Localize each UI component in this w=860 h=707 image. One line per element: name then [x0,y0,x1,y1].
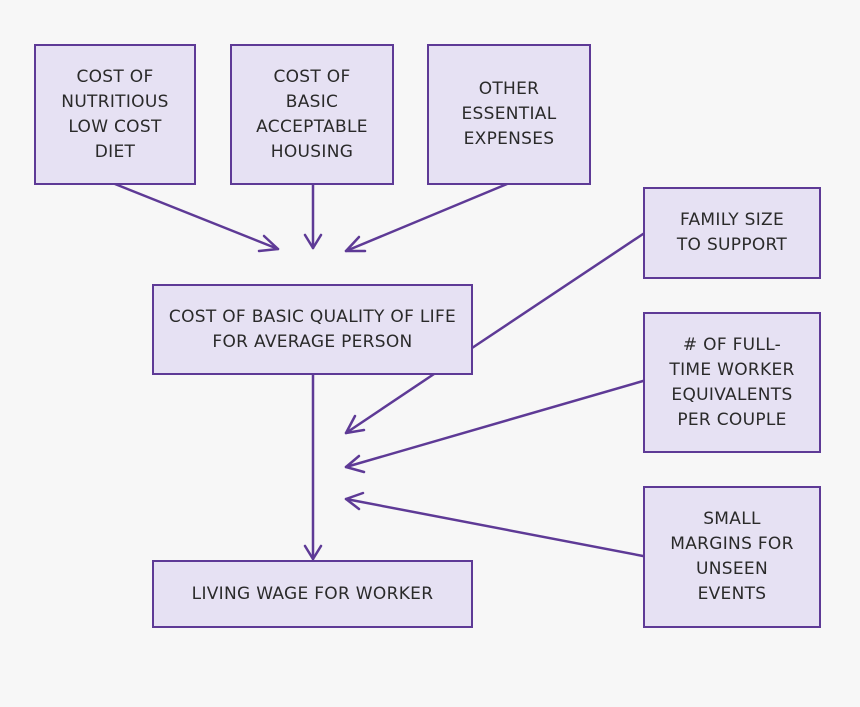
quality-of-life-box: COST OF BASIC QUALITY OF LIFE FOR AVERAG… [152,284,473,375]
basic-housing-label: COST OF BASIC ACCEPTABLE HOUSING [256,66,368,162]
living-wage-label: LIVING WAGE FOR WORKER [191,583,434,604]
nutritious-diet-box: COST OF NUTRITIOUS LOW COST DIET [34,44,196,185]
arrow-diet-to-quality [113,182,280,251]
quality-of-life-label: COST OF BASIC QUALITY OF LIFE FOR AVERAG… [168,306,457,352]
small-margins-box: SMALL MARGINS FOR UNSEEN EVENTS [643,486,821,628]
family-size-label: FAMILY SIZE TO SUPPORT [676,210,788,255]
living-wage-box: LIVING WAGE FOR WORKER [152,560,473,628]
nutritious-diet-label: COST OF NUTRITIOUS LOW COST DIET [61,66,169,162]
arrow-family-size [470,232,645,350]
small-margins-label: SMALL MARGINS FOR UNSEEN EVENTS [670,509,794,604]
full-time-equivalents-label: # OF FULL- TIME WORKER EQUIVALENTS PER C… [669,334,795,430]
other-expenses-box: OTHER ESSENTIAL EXPENSES [427,44,591,185]
arrow-full-time-equivalents [344,379,645,469]
other-expenses-label: OTHER ESSENTIAL EXPENSES [461,79,557,149]
full-time-equivalents-box: # OF FULL- TIME WORKER EQUIVALENTS PER C… [643,312,821,453]
arrow-small-margins [344,497,645,558]
arrow-expenses-to-quality [344,182,509,253]
basic-housing-box: COST OF BASIC ACCEPTABLE HOUSING [230,44,394,185]
family-size-box: FAMILY SIZE TO SUPPORT [643,187,821,279]
